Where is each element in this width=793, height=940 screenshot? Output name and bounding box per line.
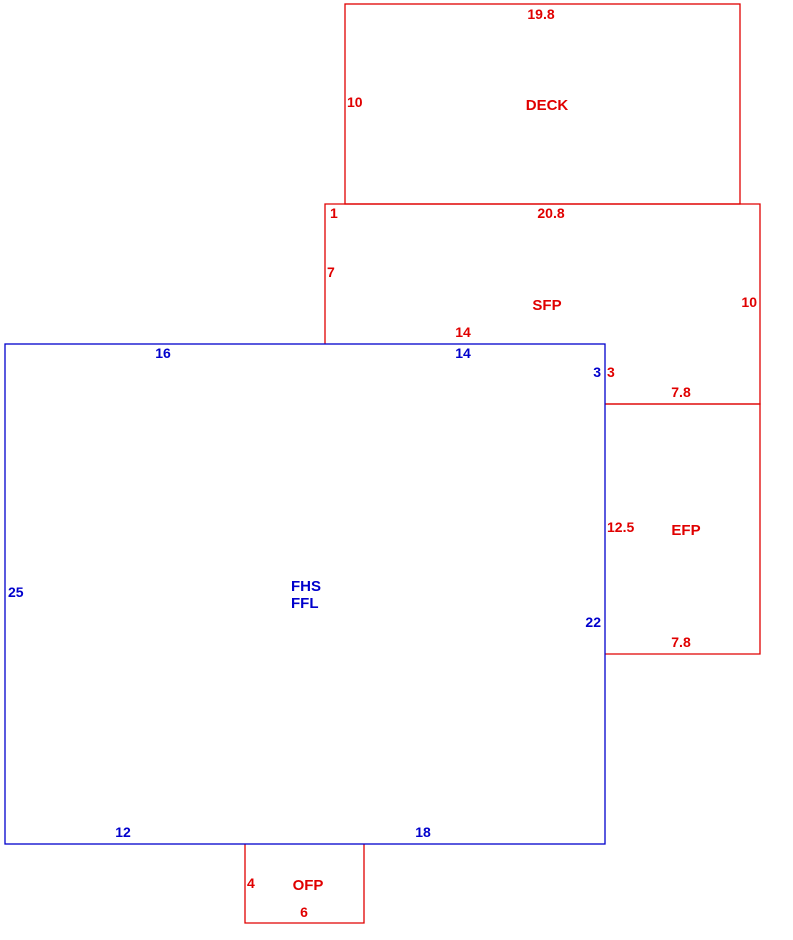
main-top-right-dimension: 14 [455, 345, 471, 361]
ofp-bottom-dimension: 6 [300, 904, 308, 920]
main-bottom-left-dimension: 12 [115, 824, 131, 840]
sfp-right-dimension: 10 [741, 294, 757, 310]
sfp-step-dimension: 1 [330, 205, 338, 221]
sfp-area-label: SFP [532, 297, 561, 314]
ffl-area-label: FFL [291, 595, 319, 612]
efp-area-label: EFP [671, 522, 700, 539]
main-bottom-right-dimension: 18 [415, 824, 431, 840]
deck-area-label: DECK [526, 97, 569, 114]
main-right-dimension: 22 [585, 614, 601, 630]
ofp-area-label: OFP [293, 877, 324, 894]
efp-bottom-dimension: 7.8 [671, 634, 691, 650]
main-notch-dimension: 3 [593, 364, 601, 380]
main-top-left-dimension: 16 [155, 345, 171, 361]
fhs-area-label: FHS [291, 578, 321, 595]
sfp-notch-dimension: 3 [607, 364, 615, 380]
deck-left-dimension: 10 [347, 94, 363, 110]
ofp-outline [244, 844, 365, 924]
deck-top-dimension: 19.8 [527, 6, 554, 22]
main-left-dimension: 25 [8, 584, 24, 600]
main-structure-outline [4, 343, 606, 845]
efp-top-dimension: 7.8 [671, 384, 691, 400]
addition-outlines [244, 3, 761, 924]
sfp-top-dimension: 20.8 [537, 205, 564, 221]
efp-left-dimension: 12.5 [607, 519, 634, 535]
sfp-bottom-dimension: 14 [455, 324, 471, 340]
efp-outline [605, 403, 761, 655]
sfp-left-dimension: 7 [327, 264, 335, 280]
ofp-left-dimension: 4 [247, 875, 255, 891]
